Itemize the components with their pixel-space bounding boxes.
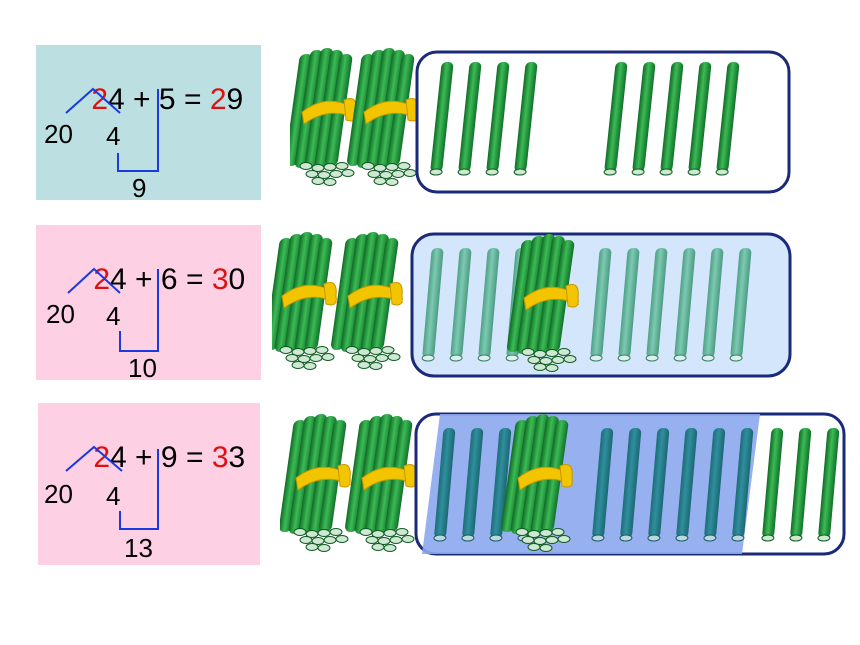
split-tens-1: 20 [44,119,73,149]
split-ones-2: 4 [106,301,121,331]
decomposition-lines-2 [67,267,159,352]
ten-bundle [272,231,337,370]
equation-1: 24 + 5 = 29 [58,55,243,145]
split-ones-1: 4 [106,121,121,151]
split-tens-3: 20 [44,479,73,509]
equals-sign: = [177,441,212,474]
ten-bundle [329,231,403,370]
sticks-row-3 [280,412,846,556]
split-ones-3: 4 [106,481,121,511]
decomposition-lines-1 [65,87,159,172]
result-ones-digit: 0 [228,263,246,296]
result-tens-digit: 3 [211,263,229,296]
equation-card-2: 24 + 6 = 30 20 4 10 [36,225,261,383]
split-tens-2: 20 [46,299,75,329]
plus-sign: + [126,441,161,474]
result-ones-digit: 9 [226,83,244,116]
second-addend: 9 [160,441,178,474]
result-tens-digit: 3 [211,441,229,474]
ten-bundle [290,47,357,186]
plus-sign: + [126,263,161,296]
result-tens-digit: 2 [209,83,227,116]
equation-card-3: 24 + 9 = 33 20 4 13 [38,403,260,565]
equation-card-1: 24 + 5 = 29 20 4 9 [36,45,261,203]
partial-sum-2: 10 [128,353,157,383]
ten-bundle [345,47,419,186]
ten-bundle [343,413,417,552]
equals-sign: = [175,83,210,116]
sticks-row-1 [290,47,791,194]
equation-2: 24 + 6 = 30 [60,235,245,325]
result-ones-digit: 3 [228,441,246,474]
ten-bundle [280,413,351,552]
partial-sum-1: 9 [132,173,147,203]
equals-sign: = [177,263,212,296]
plus-sign: + [124,83,159,116]
equation-3: 24 + 9 = 33 [60,413,245,503]
second-addend: 5 [158,83,176,116]
second-addend: 6 [160,263,178,296]
sticks-row-2 [272,231,792,378]
partial-sum-3: 13 [124,533,153,563]
decomposition-lines-3 [65,445,159,530]
